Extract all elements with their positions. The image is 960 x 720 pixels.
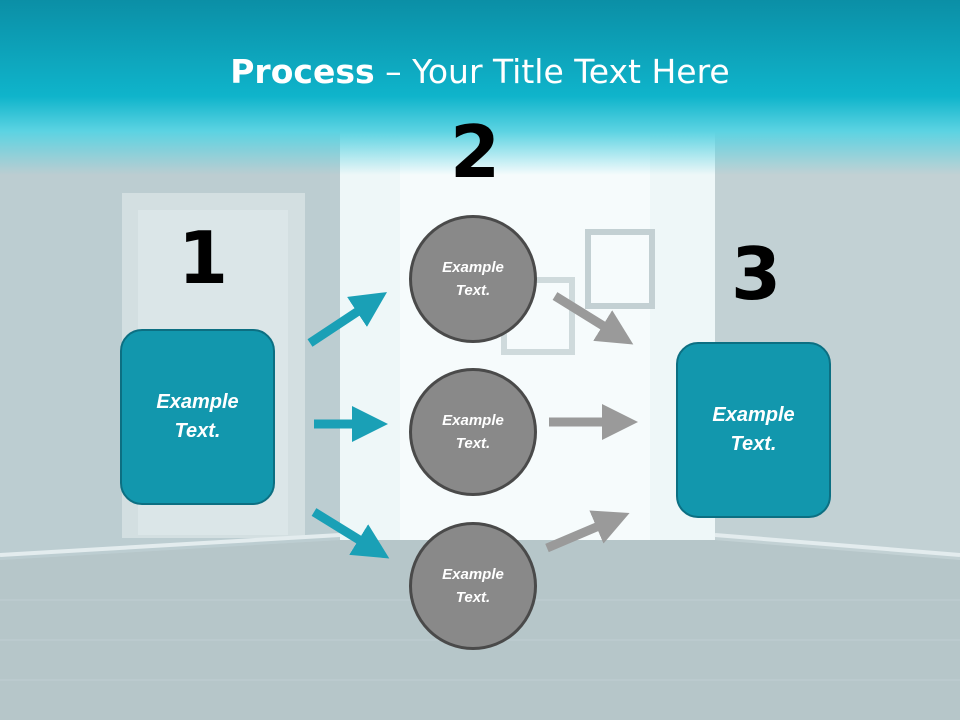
- step-number-2: 2: [450, 110, 501, 194]
- step-2-circle-top[interactable]: Example Text.: [409, 215, 537, 343]
- step-3-box[interactable]: Example Text.: [676, 342, 831, 518]
- step-1-box[interactable]: Example Text.: [120, 329, 275, 505]
- step-2-circle-bottom[interactable]: Example Text.: [409, 522, 537, 650]
- step-2-circle-bottom-text: Example Text.: [442, 566, 504, 606]
- header-band: [0, 0, 960, 175]
- step-1-text: Example Text.: [156, 391, 239, 442]
- step-2-circle-top-text: Example Text.: [442, 259, 504, 299]
- step-3-text: Example Text.: [712, 404, 795, 455]
- title-bold: Process: [230, 52, 375, 91]
- step-number-1: 1: [178, 216, 229, 300]
- step-2-circle-middle-text: Example Text.: [442, 412, 504, 452]
- step-number-3: 3: [731, 232, 782, 316]
- slide-title: Process – Your Title Text Here: [0, 52, 960, 91]
- title-rest: – Your Title Text Here: [374, 52, 730, 91]
- step-2-circle-middle[interactable]: Example Text.: [409, 368, 537, 496]
